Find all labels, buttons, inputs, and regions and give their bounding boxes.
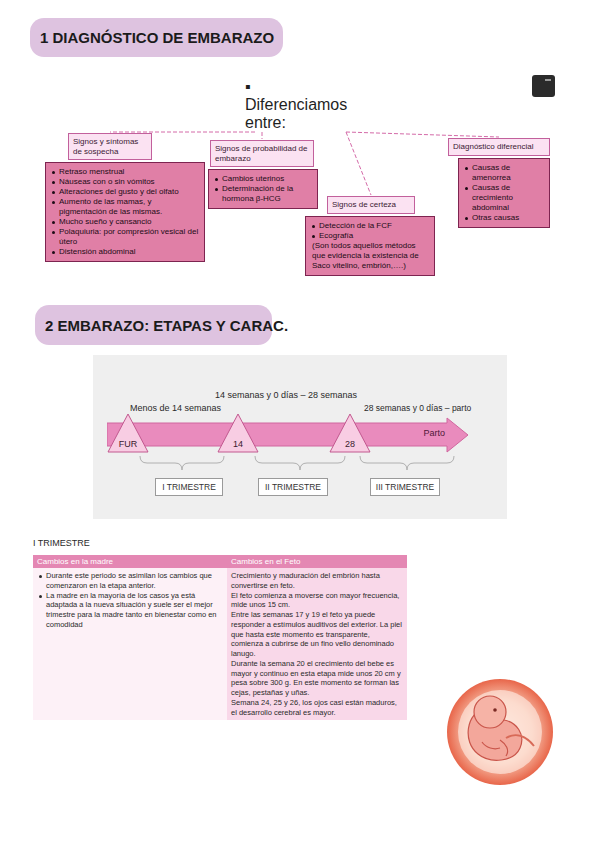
table-header-row: Cambios en la madre Cambios en el Feto — [33, 555, 407, 568]
table-bullet: Durante este periodo se asimilan los cam… — [37, 571, 223, 591]
timeline-label: Menos de 14 semanas — [130, 403, 221, 413]
arrow-shape — [107, 415, 469, 455]
table-header-text: Cambios en el Feto — [231, 557, 300, 566]
timeline-panel — [93, 355, 507, 519]
box-text: I TRIMESTRE — [160, 482, 218, 492]
category-group: Signos de probabilidad de embarazoCambio… — [208, 140, 318, 209]
milestone-triangle: 28 — [329, 413, 371, 453]
table-paragraph: Durante la semana 20 el crecimiento del … — [231, 659, 403, 698]
list-item: Retraso menstrual — [50, 167, 199, 177]
timeline-label: 28 semanas y 0 días – parto — [364, 403, 471, 413]
arrow-label: Parto — [423, 428, 445, 438]
timeline-label: 14 semanas y 0 días – 28 semanas — [215, 390, 357, 400]
category-group: Signos y síntomas de sospechaRetraso men… — [45, 133, 205, 262]
triangle-outline — [108, 414, 148, 452]
arrow-outline — [107, 418, 468, 452]
category-heading: Signos de probabilidad de embarazo — [210, 140, 314, 167]
stage-table: Cambios en la madre Cambios en el FetoDur… — [33, 555, 407, 720]
table-paragraph: El feto comienza a moverse con mayor fre… — [231, 591, 403, 611]
timeline-braces — [140, 456, 454, 470]
category-group: Diagnóstico diferencialCausas de amenorr… — [448, 138, 550, 228]
section-title: 1 DIAGNÓSTICO DE EMBARAZO — [40, 29, 274, 46]
table-paragraph: Entre las semanas 17 y 19 el feto ya pue… — [231, 610, 403, 659]
table-cell: Crecimiento y maduración del embrión has… — [227, 568, 407, 720]
list-item: Determinación de la hormona β-HCG — [213, 184, 312, 204]
list-item: Otras causas — [463, 213, 544, 223]
milestone-label: FUR — [107, 439, 149, 449]
list-item: Causas de crecimiento abdominal — [463, 183, 544, 213]
category-group: Signos de certezaDetección de la FCFEcog… — [305, 196, 435, 276]
trimester-box: III TRIMESTRE — [370, 478, 440, 496]
corner-icon-mark — [545, 79, 551, 81]
milestone-label: 28 — [329, 439, 371, 449]
section-band: 2 EMBARAZO: ETAPAS Y CARAC. — [35, 305, 272, 345]
connector-line — [346, 132, 499, 137]
list-item: Aumento de las mamas, y pigmentación de … — [50, 197, 199, 217]
timeline-arrow: Parto — [107, 415, 469, 455]
list-item: Causas de amenorrea — [463, 163, 544, 183]
list-item: Cambios uterinos — [213, 174, 312, 184]
trimester-box: II TRIMESTRE — [258, 478, 328, 496]
table-bullet: La madre en la mayoría de los casos ya e… — [37, 591, 223, 630]
list-item: Alteraciones del gusto y del olfato — [50, 187, 199, 197]
list-item: Mucho sueño y cansancio — [50, 217, 199, 227]
section-title: 2 EMBARAZO: ETAPAS Y CARAC. — [45, 317, 288, 334]
box-text: ▪ Diferenciamos entre: — [245, 78, 356, 132]
category-list: Detección de la FCFEcografía(Son todos a… — [305, 216, 435, 276]
table-header-cell: Cambios en el Feto — [227, 555, 407, 568]
list-note: (Son todos aquellos métodos que evidenci… — [310, 241, 429, 271]
category-list: Retraso menstrualNáuseas con o sin vómit… — [45, 162, 205, 262]
category-heading: Signos de certeza — [327, 196, 415, 214]
connector-line — [346, 132, 371, 195]
list-item: Detección de la FCF — [310, 221, 429, 231]
trimester-box: I TRIMESTRE — [155, 478, 223, 496]
connector-line — [262, 132, 263, 139]
table-body-row: Durante este periodo se asimilan los cam… — [33, 568, 407, 720]
dashed-connector — [346, 132, 371, 195]
corner-icon — [532, 75, 555, 97]
milestone-label: 14 — [217, 439, 259, 449]
box-text: III TRIMESTRE — [375, 482, 435, 492]
milestone-triangle: 14 — [217, 413, 259, 453]
table-header-text: Cambios en la madre — [37, 557, 113, 566]
table-paragraph: Semana 24, 25 y 26, los ojos casi están … — [231, 698, 403, 718]
box-text: II TRIMESTRE — [263, 482, 323, 492]
list-item: Polaquiuria: por compresión vesical del … — [50, 227, 199, 247]
table-paragraph: Crecimiento y maduración del embrión has… — [231, 571, 403, 591]
list-item: Náuseas con o sin vómitos — [50, 177, 199, 187]
list-item: Ecografía — [310, 231, 429, 241]
triangle-outline — [330, 414, 370, 452]
triangle-outline — [218, 414, 258, 452]
category-heading: Diagnóstico diferencial — [448, 138, 550, 156]
category-list: Causas de amenorreaCausas de crecimiento… — [458, 158, 550, 228]
root-box: ▪ Diferenciamos entre: — [245, 78, 356, 132]
dashed-connector — [262, 132, 263, 139]
table-cell: Durante este periodo se asimilan los cam… — [33, 568, 227, 720]
milestone-triangle: FUR — [107, 413, 149, 453]
list-item: Distensión abdominal — [50, 247, 199, 257]
dashed-connector — [346, 132, 499, 137]
table-header-cell: Cambios en la madre — [33, 555, 227, 568]
category-list: Cambios uterinosDeterminación de la horm… — [208, 169, 318, 209]
section-subtitle: I TRIMESTRE — [33, 538, 90, 548]
category-heading: Signos y síntomas de sospecha — [68, 133, 152, 160]
fetus-illustration — [447, 679, 553, 785]
section-band: 1 DIAGNÓSTICO DE EMBARAZO — [30, 18, 283, 57]
